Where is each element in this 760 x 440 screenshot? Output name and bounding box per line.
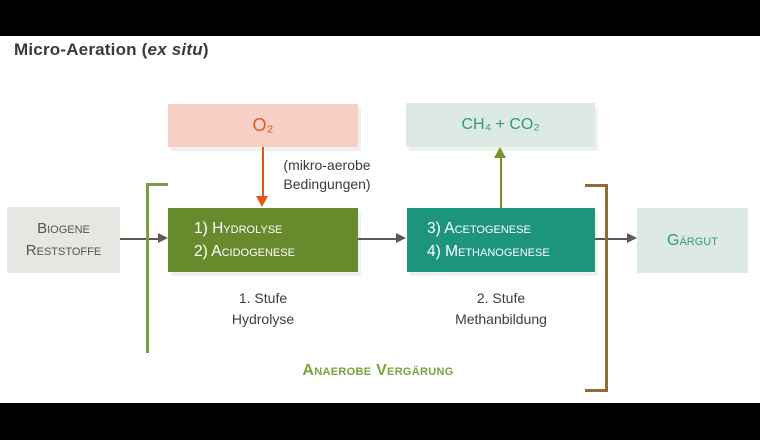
brown-bracket-vertical	[605, 184, 608, 392]
gaergut-label: Gärgut	[667, 231, 718, 249]
brown-bracket-top-arm	[585, 184, 608, 187]
hydrolyse-acidogenese-box: 1) Hydrolyse 2) Acidogenese	[168, 208, 358, 272]
letterbox-bottom	[0, 403, 760, 440]
green-bracket-vertical	[146, 183, 149, 353]
arrow-biogene-to-stage1	[120, 238, 160, 240]
arrowhead-right-icon	[158, 233, 168, 243]
biogene-line1: Biogene	[37, 220, 90, 237]
stage1-line1: 1) Hydrolyse	[194, 220, 283, 237]
stage2-line2: 4) Methanogenese	[427, 243, 550, 260]
biogene-line2: Reststoffe	[25, 242, 102, 259]
stage1-line2: 2) Acidogenese	[194, 243, 295, 260]
stufe1-line1: 1. Stufe	[238, 290, 288, 306]
ch4-co2-label: CH₄ + CO₂	[461, 116, 540, 133]
acetogenese-methanogenese-box: 3) Acetogenese 4) Methanogenese	[407, 208, 595, 272]
title-suffix: )	[202, 40, 209, 59]
arrow-o2-to-stage1	[262, 147, 264, 197]
o2-label: O₂	[252, 115, 274, 135]
arrowhead-right-icon	[627, 233, 637, 243]
arrowhead-right-icon	[396, 233, 406, 243]
title-prefix: Micro-Aeration (	[14, 40, 148, 59]
o2-input-box: O₂	[168, 104, 358, 147]
title-italic: ex situ	[147, 40, 203, 59]
arrow-stage2-to-gaergut	[595, 238, 629, 240]
stufe1-line2: Hydrolyse	[231, 311, 295, 327]
stage1-caption: 1. Stufe Hydrolyse	[193, 288, 333, 330]
biogas-output-box: CH₄ + CO₂	[406, 103, 595, 147]
anaerobe-vergaerung-label: Anaerobe Vergärung	[302, 362, 454, 379]
mikro-note-line1: (mikro-aerobe	[283, 157, 371, 173]
mikro-note-line2: Bedingungen)	[283, 176, 371, 192]
green-bracket-top-arm	[146, 183, 168, 186]
stage2-caption: 2. Stufe Methanbildung	[421, 288, 581, 330]
arrow-stage1-to-stage2	[358, 238, 398, 240]
stage2-line1: 3) Acetogenese	[427, 220, 531, 237]
letterbox-top	[0, 0, 760, 36]
arrowhead-up-icon	[494, 147, 506, 158]
mikro-aerobe-note: (mikro-aerobe Bedingungen)	[262, 156, 392, 194]
brown-bracket-bottom-arm	[585, 389, 608, 392]
page-title: Micro-Aeration (ex situ)	[14, 40, 209, 60]
digestate-output-box: Gärgut	[637, 208, 748, 273]
stufe2-line1: 2. Stufe	[476, 290, 526, 306]
stufe2-line2: Methanbildung	[455, 311, 547, 327]
biogenic-residues-box: Biogene Reststoffe	[7, 207, 120, 273]
arrow-stage2-to-biogas	[500, 158, 502, 208]
arrowhead-down-icon	[256, 196, 268, 207]
